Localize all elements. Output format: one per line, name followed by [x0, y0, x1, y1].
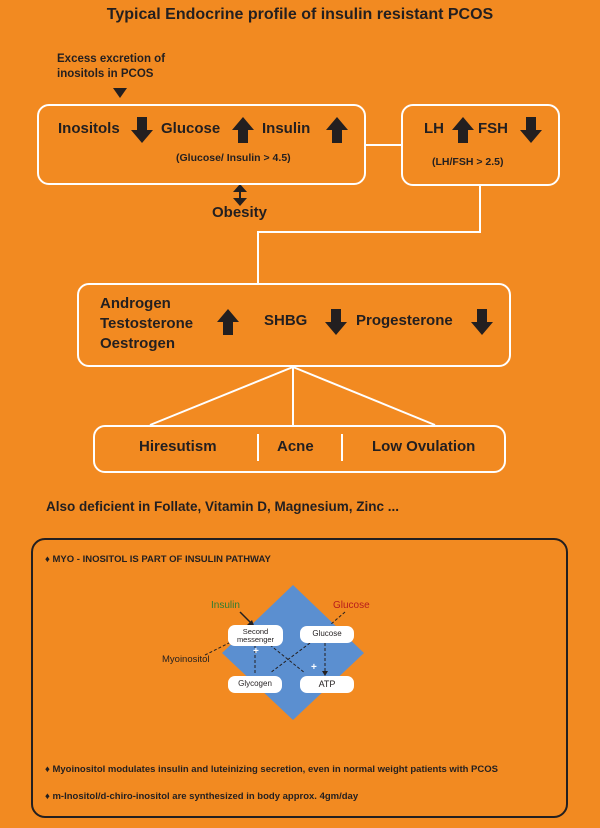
- oestrogen-label: Oestrogen: [100, 335, 176, 352]
- lh-label: LH: [424, 120, 444, 137]
- glucose-insulin-ratio: (Glucose/ Insulin > 4.5): [176, 152, 291, 164]
- insulin-diagram-label: Insulin: [211, 600, 240, 611]
- page-title: Typical Endocrine profile of insulin res…: [106, 6, 494, 23]
- deficiency-note: Also deficient in Follate, Vitamin D, Ma…: [46, 499, 400, 514]
- shbg-down-icon: [325, 309, 347, 335]
- lh-up-icon: [452, 117, 474, 143]
- excess-down-arrow: [113, 88, 127, 98]
- testosterone-label: Testosterone: [100, 315, 194, 332]
- hiresutism-label: Hiresutism: [139, 438, 217, 455]
- shbg-label: SHBG: [264, 312, 308, 329]
- obesity-up-arrow: [233, 184, 247, 192]
- panel-bullet-2: ♦ m-Inositol/d-chiro-inositol are synthe…: [45, 791, 359, 802]
- plus-sign: +: [253, 646, 259, 657]
- progesterone-down-icon: [471, 309, 493, 335]
- glucose-insulin-box: [37, 104, 366, 185]
- glucose-up-icon: [232, 117, 254, 143]
- plus-sign: +: [311, 662, 317, 673]
- lh-fsh-box: [401, 104, 560, 186]
- atp-pill: ATP: [300, 676, 354, 693]
- inositols-down-icon: [131, 117, 153, 143]
- glycogen-pill: Glycogen: [228, 676, 282, 693]
- symptoms-divider: [257, 434, 259, 461]
- fsh-down-icon: [520, 117, 542, 143]
- panel-bullet-1: ♦ Myoinositol modulates insulin and lute…: [45, 764, 498, 775]
- excess-note: Excess excretion of inositols in PCOS: [57, 53, 166, 80]
- progesterone-label: Progesterone: [356, 312, 453, 329]
- second-messenger-pill: Second messenger: [228, 625, 283, 646]
- androgen-up-icon: [217, 309, 239, 335]
- acne-label: Acne: [277, 438, 314, 455]
- panel-heading: ♦ MYO - INOSITOL IS PART OF INSULIN PATH…: [45, 554, 271, 565]
- symptoms-divider: [341, 434, 343, 461]
- glucose-label: Glucose: [161, 120, 221, 137]
- insulin-up-icon: [326, 117, 348, 143]
- fsh-label: FSH: [478, 120, 508, 137]
- lh-fsh-ratio: (LH/FSH > 2.5): [432, 156, 504, 168]
- glucose-pill: Glucose: [300, 626, 354, 643]
- obesity-down-arrow: [233, 198, 247, 206]
- hormones-box: [77, 283, 511, 367]
- inositols-label: Inositols: [58, 120, 120, 137]
- obesity-label: Obesity: [212, 204, 268, 221]
- androgen-label: Androgen: [100, 295, 171, 312]
- insulin-label: Insulin: [262, 120, 311, 137]
- low-ovulation-label: Low Ovulation: [372, 438, 476, 455]
- glucose-diagram-label: Glucose: [333, 600, 370, 611]
- symptoms-box: [93, 425, 506, 473]
- myoinositol-diagram-label: Myoinositol: [162, 654, 210, 665]
- myo-inositol-panel: [31, 538, 568, 818]
